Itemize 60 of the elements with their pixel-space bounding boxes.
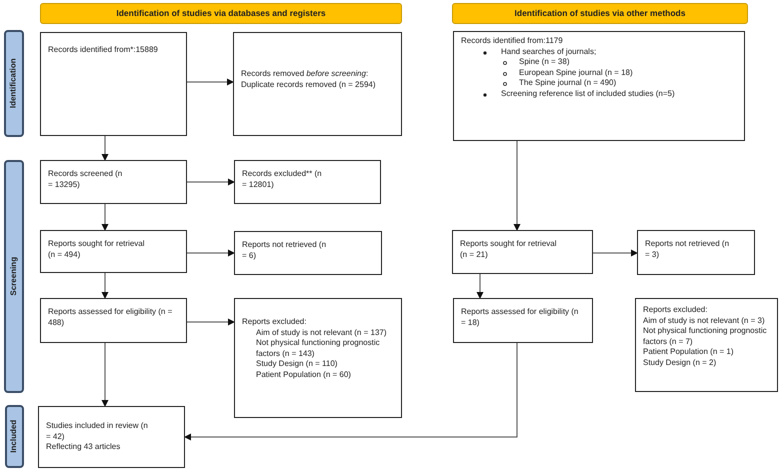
- box-text: Studies included in review (n = 42): [46, 421, 148, 440]
- box-text: Not physical functioning prognostic factors (n = 7): [643, 326, 767, 346]
- arrow: [592, 250, 638, 256]
- box-text: Not physical functioning prognostic factors (n = 143): [256, 338, 380, 358]
- arrow: [186, 250, 235, 256]
- arrow: [102, 272, 108, 299]
- box-text: Study Design (n = 110): [256, 359, 338, 368]
- box-text: Records excluded** (n = 12801): [242, 169, 322, 188]
- stage-label: Identification: [4, 30, 24, 137]
- process-box: [635, 298, 778, 392]
- arrow: [186, 78, 234, 86]
- box-text: Records identified from:1179: [461, 36, 563, 45]
- box-text: Screening reference list of included studies (n=5): [501, 88, 675, 98]
- box-text: Spine (n = 38): [519, 57, 570, 66]
- process-box: [637, 230, 755, 275]
- stage-label: Included: [5, 405, 24, 468]
- box-text: Reflecting 43 articles: [46, 442, 120, 451]
- box-text: Records removed before screening:: [241, 69, 368, 78]
- arrow: [186, 318, 235, 326]
- section-header: Identification of studies via databases and registers: [40, 3, 402, 24]
- box-text: Reports excluded:: [643, 305, 708, 314]
- box-text: Reports sought for retrieval (n = 21): [460, 239, 556, 258]
- arrow: [184, 342, 518, 440]
- stage-label: Screening: [4, 160, 24, 393]
- process-box: [40, 32, 187, 136]
- box-text: Reports sought for retrieval (n = 494): [48, 239, 144, 258]
- box-text: Aim of study is not relevant (n = 137): [256, 328, 387, 336]
- box-text: Patient Population (n = 60): [256, 370, 351, 378]
- box-text: Reports not retrieved (n = 6): [242, 240, 326, 260]
- box-text: Patient Population (n = 1): [643, 347, 734, 356]
- process-box: [452, 230, 593, 274]
- arrow: [514, 140, 520, 231]
- process-box: [40, 298, 187, 343]
- box-text: Records screened (n = 13295): [48, 169, 122, 188]
- process-box: [453, 31, 745, 141]
- box-text: Hand searches of journals;: [501, 46, 596, 56]
- arrow: [102, 136, 108, 161]
- box-text: European Spine journal (n = 18): [519, 68, 633, 76]
- box-text: Reports assessed for eligibility (n = 488): [48, 307, 172, 326]
- arrow: [102, 342, 108, 407]
- box-text: Reports excluded:: [242, 317, 306, 326]
- process-box: [38, 406, 185, 468]
- arrow: [476, 274, 484, 299]
- box-text: Study Design (n = 2): [643, 358, 716, 366]
- box-text: The Spine journal (n = 490): [519, 78, 616, 87]
- box-text: Duplicate records removed (n = 2594): [241, 80, 376, 88]
- arrow: [102, 204, 108, 231]
- box-text: Reports assessed for eligibility (n = 18): [461, 307, 578, 326]
- arrow: [186, 178, 235, 186]
- process-box: [234, 160, 381, 204]
- process-box: [234, 298, 402, 418]
- section-header: Identification of studies via other methods: [452, 3, 748, 24]
- process-box: [233, 32, 402, 136]
- box-text: Aim of study is not relevant (n = 3): [643, 316, 765, 324]
- process-box: [453, 298, 593, 343]
- box-text: Records identified from*:15889: [48, 45, 158, 54]
- process-box: [234, 231, 382, 275]
- process-box: [40, 230, 187, 273]
- box-text: Reports not retrieved (n = 3): [645, 239, 730, 258]
- process-box: [40, 160, 187, 204]
